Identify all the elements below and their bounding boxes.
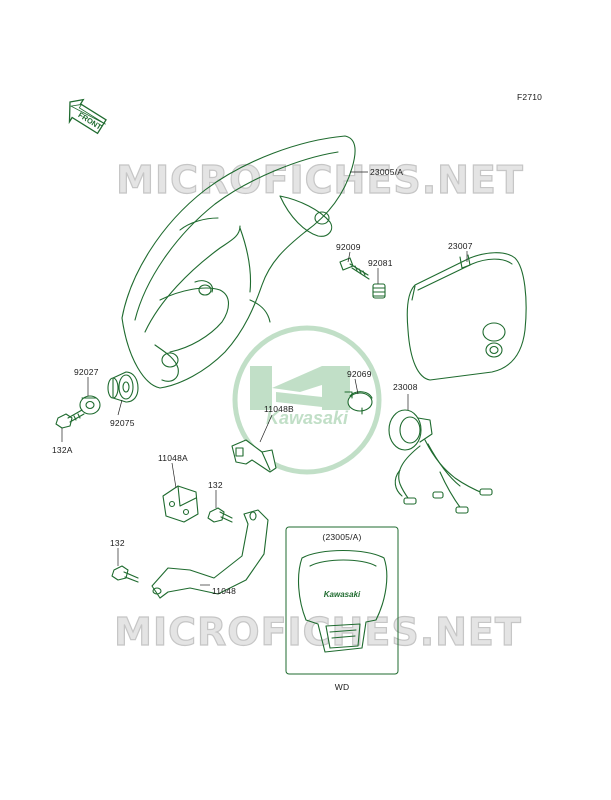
spring-92081 <box>372 283 386 299</box>
label-132a: 132A <box>52 445 73 455</box>
bracket-11048b <box>231 439 277 473</box>
label-92009: 92009 <box>336 242 361 252</box>
logo-text: Kawasaki <box>266 408 349 428</box>
label-132-lower: 132 <box>110 538 125 548</box>
figure-code: F2710 <box>517 92 542 102</box>
svg-text:MICROFICHES.NET: MICROFICHES.NET <box>116 158 524 202</box>
label-11048a: 11048A <box>158 453 188 463</box>
detail-variant-label: WD <box>335 682 350 692</box>
headlight-cowl <box>121 135 356 389</box>
screw-92009 <box>339 257 370 280</box>
label-11048: 11048 <box>212 586 236 596</box>
kawasaki-logo-watermark: Kawasaki <box>232 325 382 475</box>
label-11048b: 11048B <box>264 404 294 414</box>
detail-headlight-logo: Kawasaki <box>324 590 361 599</box>
detail-box-ref-label: (23005/A) <box>322 532 361 542</box>
bolt-132-lower <box>111 565 139 583</box>
bracket-11048a <box>162 485 199 523</box>
label-92027: 92027 <box>74 367 99 377</box>
detail-box-wd: (23005/A) Kawasaki WD <box>285 526 399 692</box>
collar-92027 <box>79 395 101 415</box>
watermark-bottom-text: MICROFICHES.NET <box>114 610 522 654</box>
label-92075: 92075 <box>110 418 135 428</box>
leader-lines <box>61 171 468 586</box>
bracket-11048 <box>151 509 269 599</box>
label-23005a: 23005/A <box>370 167 403 177</box>
watermark-top-text: MICROFICHES.NET <box>116 158 524 202</box>
label-23008: 23008 <box>393 382 418 392</box>
part-labels: 23005/A 92009 92081 23007 92027 92075 13… <box>52 167 473 596</box>
headlight-lens <box>406 252 527 381</box>
bulb-92069 <box>344 391 373 415</box>
label-23007: 23007 <box>448 241 473 251</box>
bolt-132a <box>55 409 85 429</box>
label-92081: 92081 <box>368 258 393 268</box>
label-92069: 92069 <box>347 369 372 379</box>
socket-23008 <box>388 409 493 514</box>
label-132-upper: 132 <box>208 480 223 490</box>
bolt-132-upper <box>207 507 233 523</box>
svg-text:MICROFICHES.NET: MICROFICHES.NET <box>114 610 522 654</box>
watermark-bottom: MICROFICHES.NET MICROFICHES.NET <box>114 609 522 654</box>
watermark-top: MICROFICHES.NET MICROFICHES.NET <box>116 157 524 202</box>
grommet-92075 <box>107 371 139 403</box>
front-arrow-icon: FRONT <box>68 98 107 135</box>
